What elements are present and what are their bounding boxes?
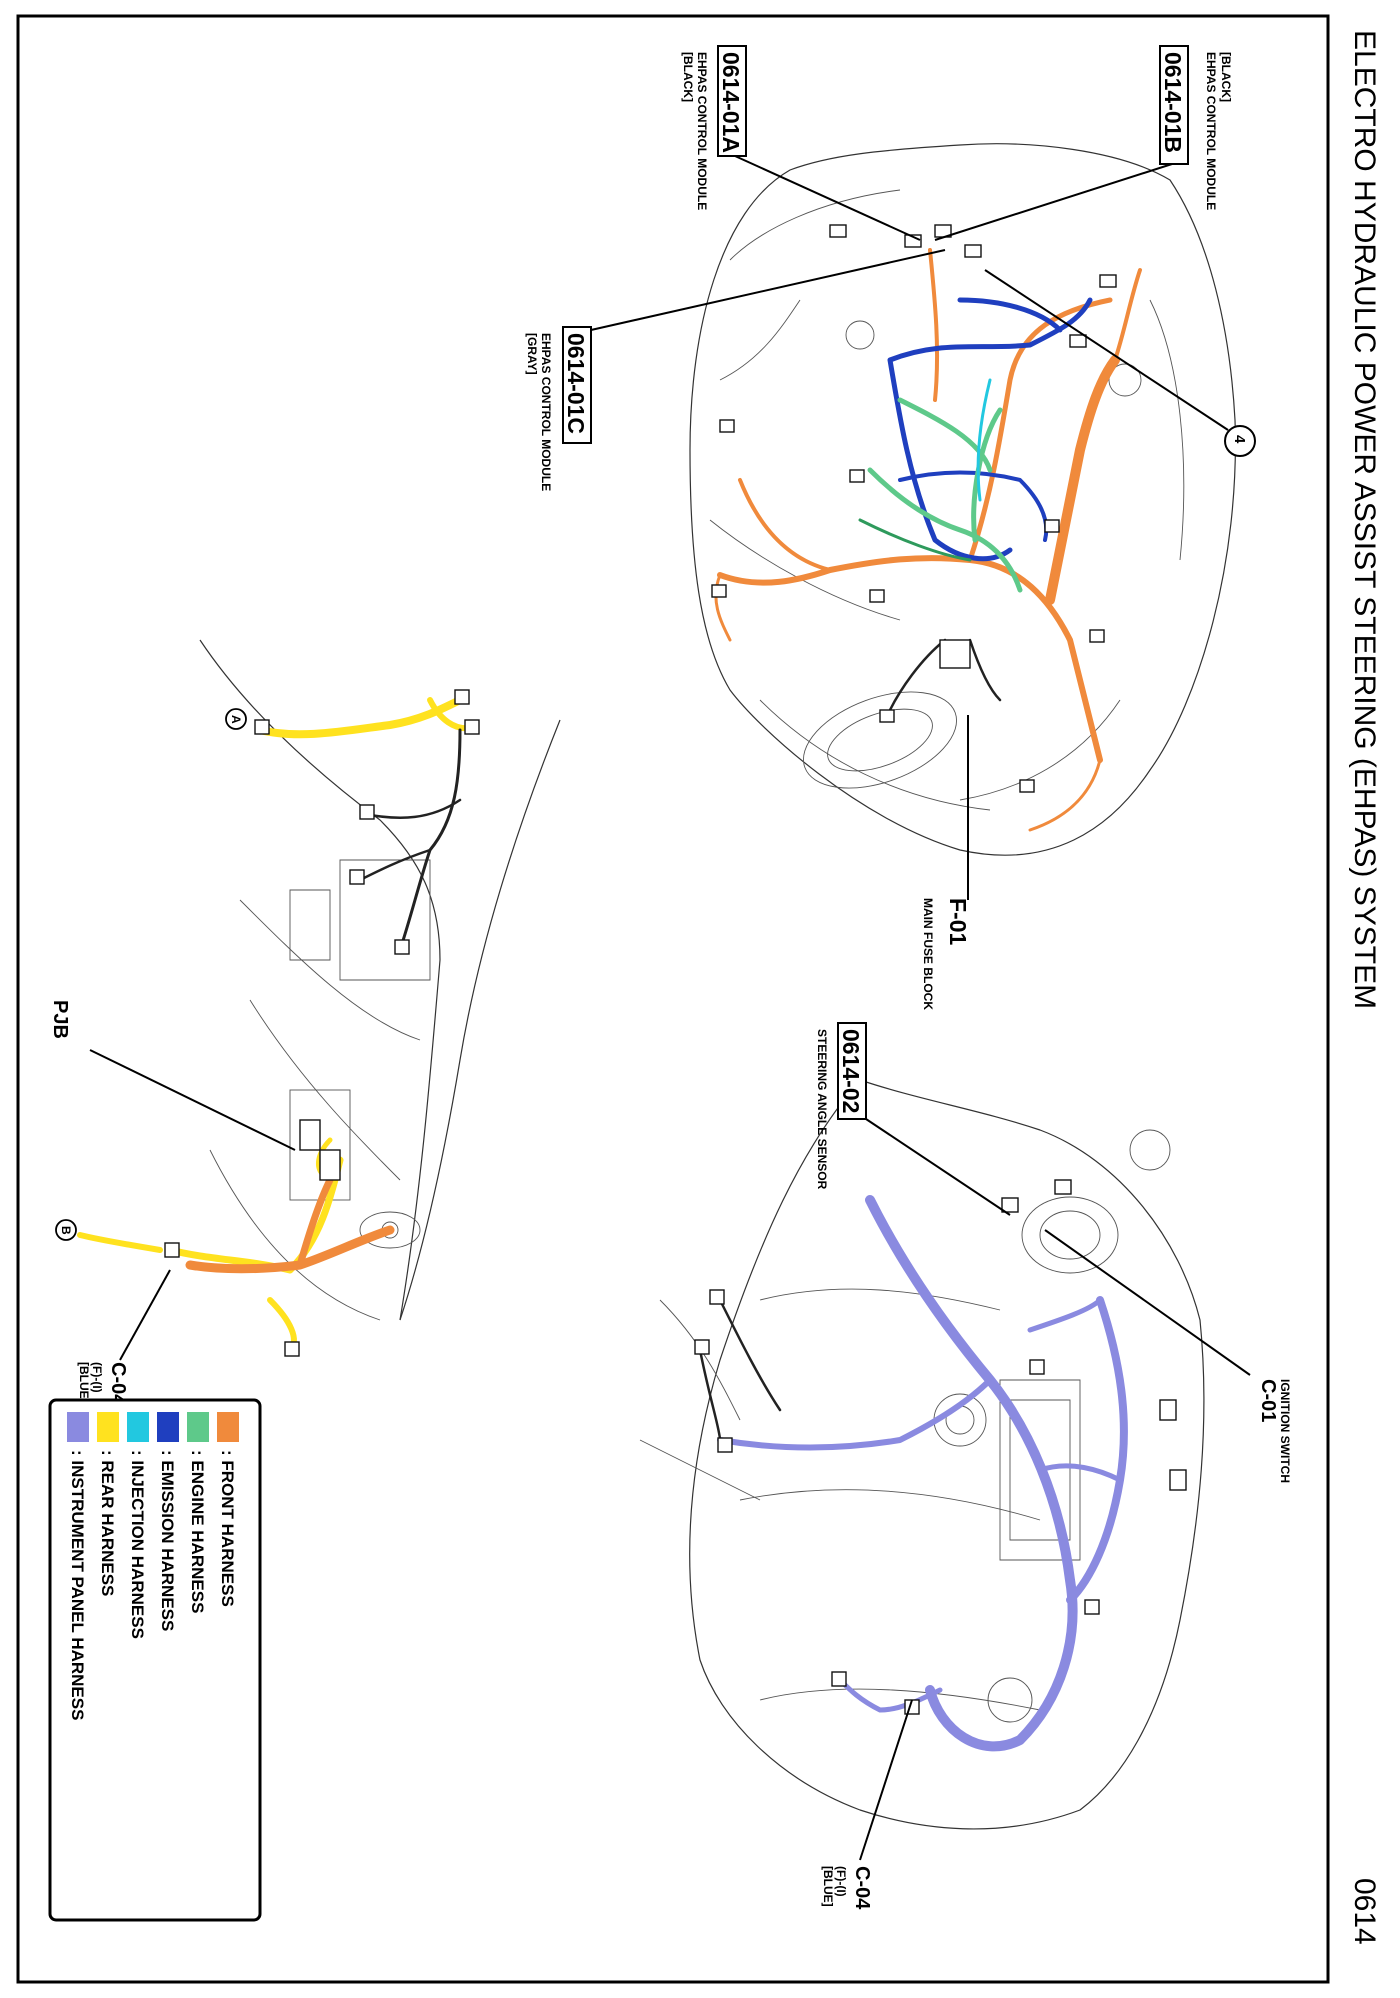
svg-text:C-04: C-04	[851, 1866, 873, 1910]
svg-text:STEERING ANGLE SENSOR: STEERING ANGLE SENSOR	[815, 1029, 829, 1190]
svg-text:[GRAY]: [GRAY]	[525, 333, 539, 375]
svg-text:C-01: C-01	[1257, 1379, 1279, 1422]
svg-text:PJB: PJB	[49, 1000, 71, 1039]
ground-point-4	[1224, 425, 1256, 457]
callout-0614-01a: 0614-01A EHPAS CONTROL MODULE [BLACK]	[681, 45, 921, 241]
svg-text:EHPAS CONTROL MODULE: EHPAS CONTROL MODULE	[1204, 52, 1218, 210]
legend-swatch-5	[67, 1412, 89, 1442]
svg-text:0614-01A: 0614-01A	[718, 52, 744, 153]
legend-label-4: : REAR HARNESS	[98, 1450, 117, 1596]
ref-point-a-label: A	[229, 715, 243, 724]
ground-4-leader	[984, 269, 1229, 431]
svg-text:0614-02: 0614-02	[838, 1029, 864, 1113]
svg-text:0614-01C: 0614-01C	[563, 333, 589, 434]
svg-text:[BLACK]: [BLACK]	[1219, 52, 1233, 102]
callout-pjb: PJB	[49, 1000, 296, 1151]
rear-compartment-view	[164, 639, 561, 1357]
svg-text:EHPAS CONTROL MODULE: EHPAS CONTROL MODULE	[695, 52, 709, 210]
legend-label-5: : INSTRUMENT PANEL HARNESS	[68, 1450, 87, 1720]
svg-text:C-04: C-04	[107, 1362, 129, 1406]
svg-text:F-01: F-01	[945, 898, 971, 946]
svg-text:0614-01B: 0614-01B	[1160, 52, 1186, 153]
legend-swatch-3	[127, 1412, 149, 1442]
svg-text:[BLACK]: [BLACK]	[681, 52, 695, 102]
callout-c01: C-01 IGNITION SWITCH	[1044, 1229, 1292, 1483]
legend-label-3: : INJECTION HARNESS	[128, 1450, 147, 1639]
page-number: 0614	[1348, 1878, 1381, 1945]
callout-c04-ip: C-04 (F)-(I) [BLUE]	[821, 1699, 913, 1910]
ref-point-b	[55, 1219, 77, 1241]
engine-compartment-view	[689, 143, 1237, 856]
legend-swatch-2	[157, 1412, 179, 1442]
ground-point-4-label: 4	[1231, 435, 1248, 444]
callout-0614-02: 0614-02 STEERING ANGLE SENSOR	[815, 1022, 1011, 1216]
svg-text:(F)-(I): (F)-(I)	[834, 1866, 848, 1897]
legend-label-2: : EMISSION HARNESS	[158, 1450, 177, 1631]
callout-0614-01b: 0614-01B EHPAS CONTROL MODULE [BLACK]	[934, 45, 1233, 241]
legend-swatch-4	[97, 1412, 119, 1442]
legend-label-1: : ENGINE HARNESS	[188, 1450, 207, 1613]
instrument-panel-view	[639, 1079, 1205, 1830]
legend-swatch-0	[217, 1412, 239, 1442]
svg-text:EHPAS CONTROL MODULE: EHPAS CONTROL MODULE	[539, 333, 553, 491]
page-border	[16, 14, 1330, 1984]
ref-point-a	[225, 708, 247, 730]
callout-c04-rear: C-04 (F)-(I) [BLUE]	[77, 1269, 171, 1406]
callout-f01: F-01 MAIN FUSE BLOCK	[921, 715, 971, 1010]
svg-text:MAIN FUSE BLOCK: MAIN FUSE BLOCK	[921, 898, 935, 1010]
legend-swatch-1	[187, 1412, 209, 1442]
legend-label-0: : FRONT HARNESS	[218, 1450, 237, 1607]
svg-text:[BLUE]: [BLUE]	[821, 1866, 835, 1907]
svg-text:[BLUE]: [BLUE]	[77, 1362, 91, 1403]
callout-0614-01c: 0614-01C EHPAS CONTROL MODULE [GRAY]	[525, 249, 946, 491]
svg-text:(F)-(I): (F)-(I)	[90, 1362, 104, 1393]
svg-text:IGNITION SWITCH: IGNITION SWITCH	[1278, 1379, 1292, 1483]
harness-color-legend: : FRONT HARNESS : ENGINE HARNESS : EMISSIO…	[48, 1398, 262, 1922]
ref-point-b-label: B	[59, 1226, 73, 1235]
page-title: ELECTRO HYDRAULIC POWER ASSIST STEERING …	[1348, 30, 1381, 1009]
